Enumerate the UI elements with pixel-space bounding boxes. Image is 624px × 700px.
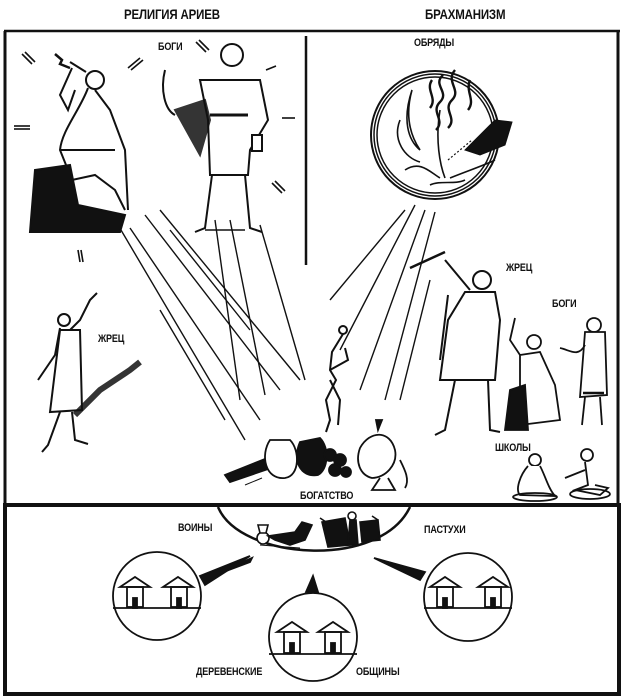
chariot-figure bbox=[256, 521, 314, 549]
ritual-fire-medallion bbox=[370, 69, 513, 200]
label-village: ДЕРЕВЕНСКИЕ bbox=[196, 666, 263, 678]
label-warriors: ВОИНЫ bbox=[178, 522, 213, 534]
label-herders: ПАСТУХИ bbox=[424, 524, 466, 536]
rays bbox=[117, 204, 436, 441]
right-priest-figure bbox=[409, 250, 502, 436]
divine-ray-marks bbox=[14, 39, 295, 263]
dancing-woman-figure bbox=[324, 325, 350, 433]
herdsman-cattle-figure bbox=[319, 511, 381, 548]
top-frame bbox=[3, 29, 620, 505]
right-standing-god-figure bbox=[559, 317, 608, 426]
label-priest-left: ЖРЕЦ bbox=[98, 333, 125, 345]
heading-brahmanism: БРАХМАНИЗМ bbox=[425, 6, 506, 22]
heading-aryan-religion: РЕЛИГИЯ АРИЕВ bbox=[124, 6, 220, 22]
label-gods-right: БОГИ bbox=[552, 298, 577, 310]
left-priest-figure bbox=[37, 292, 142, 453]
village-circle-center bbox=[268, 573, 358, 682]
right-seated-god-figure bbox=[503, 317, 562, 431]
bottom-frame bbox=[3, 503, 621, 696]
standing-god-figure bbox=[162, 43, 270, 233]
seated-god-figure bbox=[28, 53, 129, 233]
students-figures bbox=[512, 448, 611, 502]
label-rituals: ОБРЯДЫ bbox=[414, 37, 455, 49]
label-priest-right: ЖРЕЦ bbox=[506, 262, 533, 274]
label-communities: ОБЩИНЫ bbox=[356, 666, 400, 678]
label-schools: ШКОЛЫ bbox=[495, 442, 531, 454]
warriors-herders-arc bbox=[216, 506, 412, 552]
label-wealth: БОГАТСТВО bbox=[300, 490, 354, 502]
treasure-pile bbox=[223, 419, 408, 491]
village-circle-right bbox=[373, 552, 513, 642]
village-circle-left bbox=[112, 551, 254, 641]
label-gods-left: БОГИ bbox=[158, 41, 183, 53]
